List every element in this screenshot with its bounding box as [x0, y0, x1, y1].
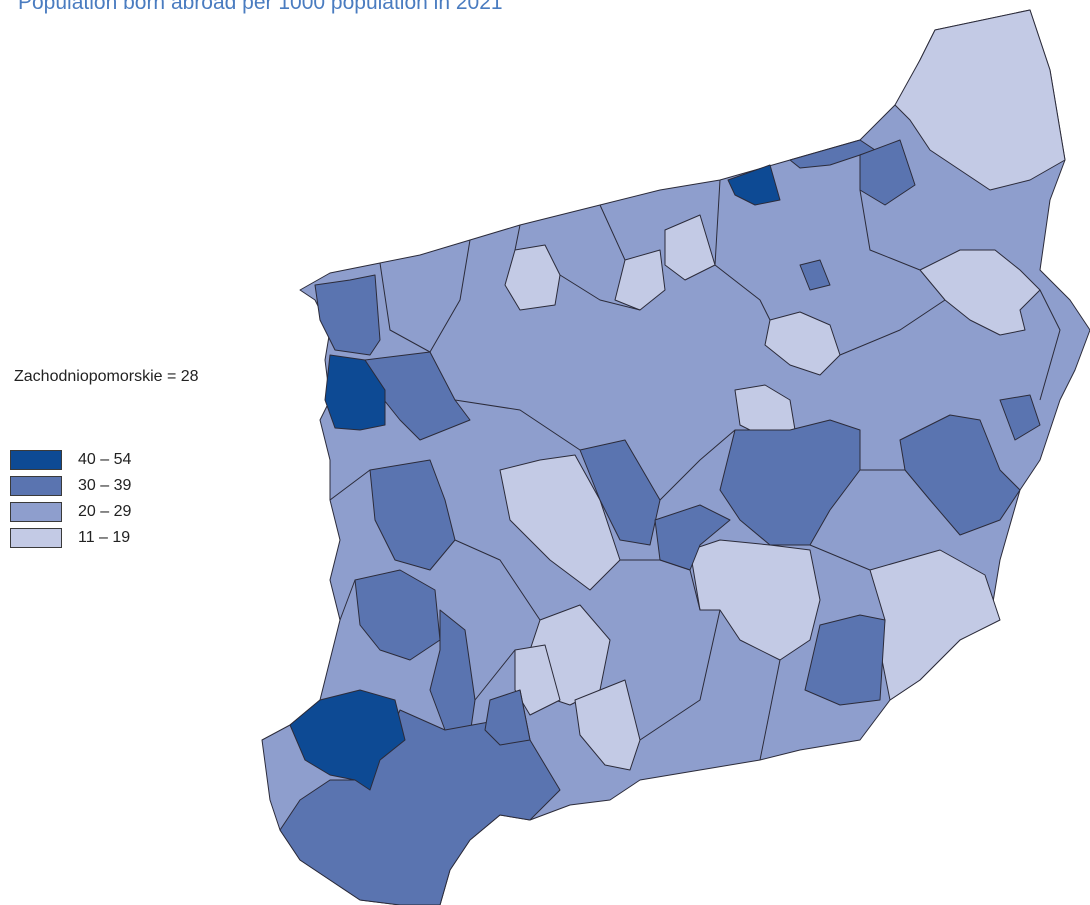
- municipal-borders: [329, 179, 1061, 761]
- region-mid-dark-center-west[interactable]: [369, 459, 456, 571]
- region-mid-dark-north-strip[interactable]: [789, 139, 876, 169]
- region-darkest-southwest[interactable]: [289, 689, 406, 791]
- region-lightest-c[interactable]: [664, 214, 716, 281]
- region-lightest-south-central[interactable]: [689, 539, 821, 661]
- legend-item-30-39: 30 – 39: [10, 474, 131, 498]
- legend-label: 40 – 54: [78, 451, 132, 468]
- region-lightest-northeast[interactable]: [894, 9, 1066, 191]
- legend: 40 – 54 30 – 39 20 – 29 11 – 19: [10, 448, 131, 552]
- region-lightest-south-b[interactable]: [574, 679, 641, 771]
- legend-label: 11 – 19: [78, 529, 131, 546]
- legend-swatch: [10, 502, 62, 522]
- legend-swatch: [10, 476, 62, 496]
- region-lightest-southeast[interactable]: [869, 549, 1001, 701]
- legend-item-40-54: 40 – 54: [10, 448, 131, 472]
- region-mid-dark-north-b[interactable]: [859, 139, 916, 206]
- region-mid-dark-east[interactable]: [899, 414, 1021, 536]
- region-average-label: Zachodniopomorskie = 28: [14, 368, 199, 385]
- legend-item-11-19: 11 – 19: [10, 526, 131, 550]
- region-mid-dark-center-east[interactable]: [719, 419, 861, 546]
- region-lightest-a[interactable]: [504, 244, 561, 311]
- region-darkest-coast[interactable]: [727, 164, 781, 206]
- region-mid-dark-southwest-a[interactable]: [354, 569, 441, 661]
- region-lightest-b[interactable]: [614, 249, 666, 311]
- region-mid-dark-northwest[interactable]: [314, 274, 381, 356]
- region-lightest-d[interactable]: [764, 311, 841, 376]
- legend-label: 30 – 39: [78, 477, 132, 494]
- legend-item-20-29: 20 – 29: [10, 500, 131, 524]
- legend-swatch: [10, 450, 62, 470]
- region-mid-dark-small-a[interactable]: [799, 259, 831, 291]
- region-mid-dark-small-b[interactable]: [999, 394, 1041, 441]
- region-lightest-east[interactable]: [919, 249, 1041, 336]
- region-mid-dark-center[interactable]: [579, 439, 661, 546]
- region-mid-dark-south-b[interactable]: [484, 689, 531, 746]
- map-title: Population born abroad per 1000 populati…: [18, 0, 503, 14]
- region-darkest-west[interactable]: [324, 354, 386, 431]
- region-mid-dark-south-east[interactable]: [804, 614, 886, 706]
- legend-label: 20 – 29: [78, 503, 132, 520]
- region-lightest-south-c[interactable]: [514, 644, 561, 716]
- legend-swatch: [10, 528, 62, 548]
